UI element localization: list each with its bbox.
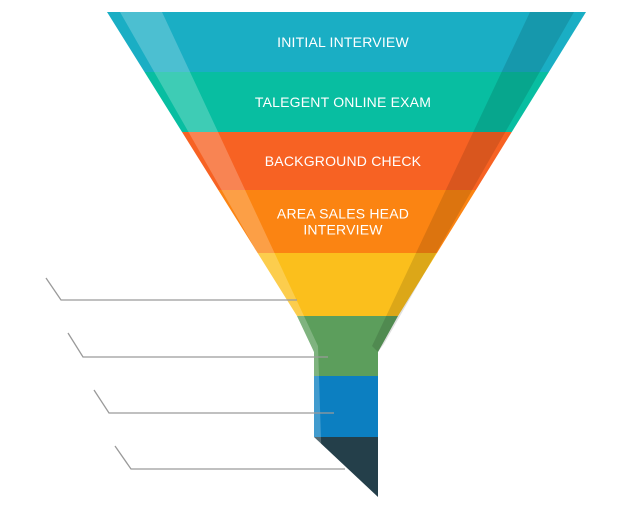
funnel-band-background-check (182, 132, 512, 190)
stage-label-background-check: BACKGROUND CHECK (265, 153, 422, 169)
funnel-band-area-sales-head-interview (218, 190, 476, 253)
funnel-band-talegent-online-exam (144, 72, 549, 132)
stage-label-initial-interview: INITIAL INTERVIEW (277, 34, 409, 50)
stage-label-area-sales-head-interview-line-1: AREA SALES HEAD (277, 206, 409, 222)
funnel-right-shadow (372, 12, 574, 352)
funnel-bands (107, 12, 586, 497)
funnel-labels: INITIAL INTERVIEW TALEGENT ONLINE EXAM BAC… (255, 34, 431, 238)
callout-line-3 (93, 389, 334, 414)
callout-line-1 (45, 277, 297, 301)
funnel-band-stage-8 (314, 437, 378, 497)
stage-label-talegent-online-exam: TALEGENT ONLINE EXAM (255, 94, 431, 110)
funnel-band-stage-5 (257, 253, 437, 316)
stage-label-area-sales-head-interview-line-2: INTERVIEW (303, 222, 383, 238)
funnel-band-stage-6 (297, 316, 398, 376)
funnel-band-initial-interview (107, 12, 586, 72)
callout-line-4 (114, 445, 345, 470)
funnel-callouts (45, 277, 345, 470)
funnel-band-stage-7 (314, 376, 378, 437)
funnel-shine (120, 12, 574, 470)
callout-line-2 (67, 332, 328, 358)
